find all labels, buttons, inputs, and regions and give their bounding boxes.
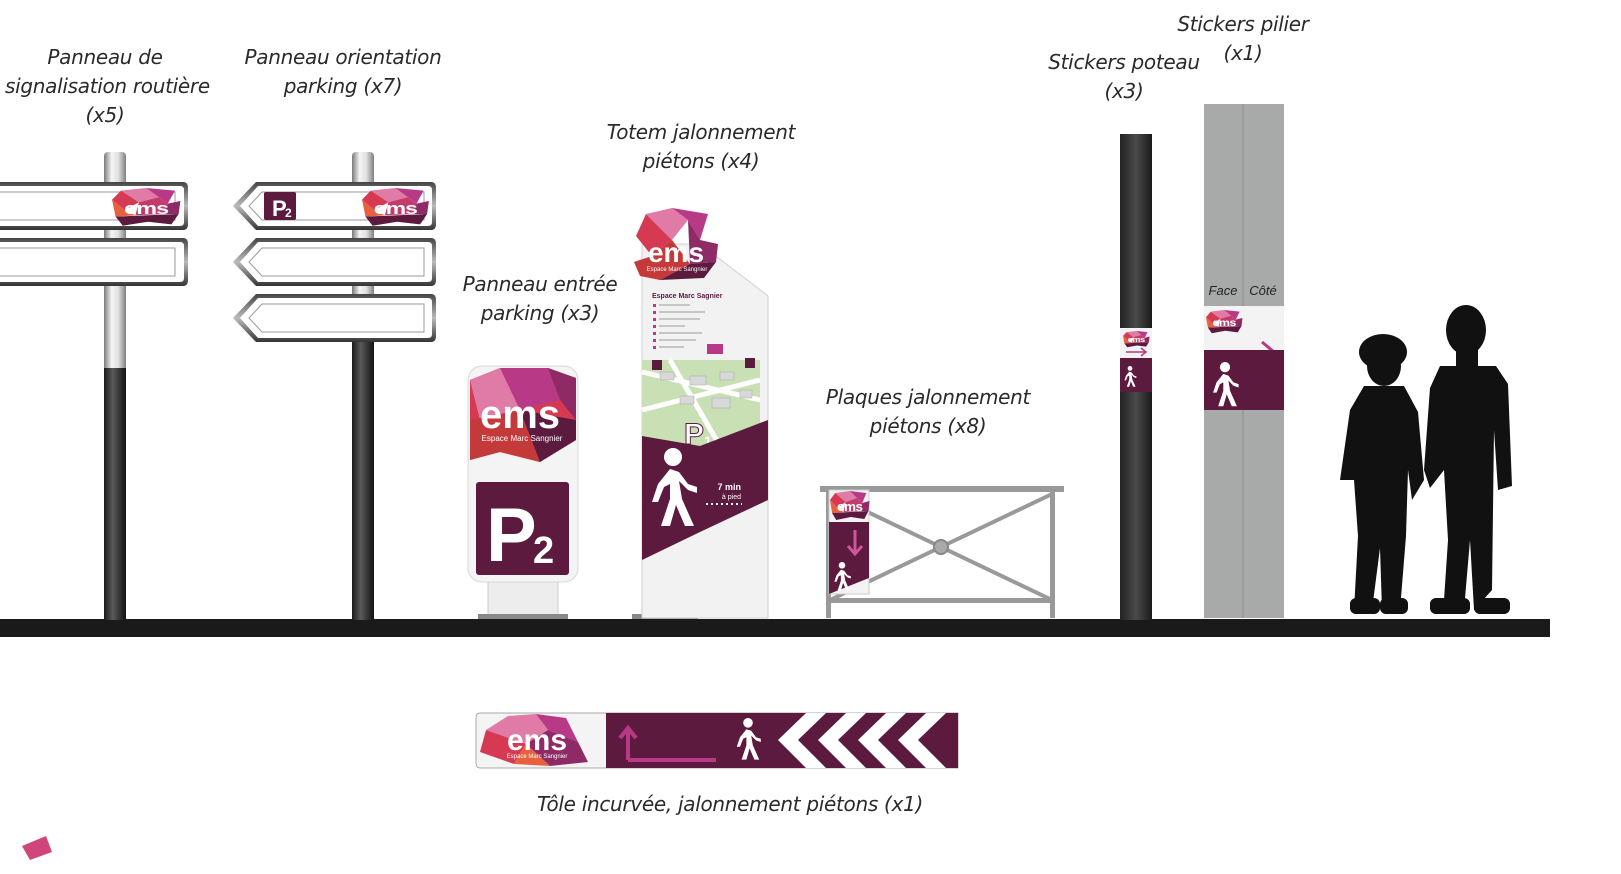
sheet-logo-text: ems bbox=[507, 724, 567, 757]
label-line: Totem jalonnement bbox=[606, 120, 796, 144]
pillar-side-label: Côté bbox=[1249, 283, 1276, 298]
ground-line bbox=[0, 619, 1550, 637]
totem-walk-time: 7 min bbox=[717, 482, 741, 492]
totem-logo-tagline: Espace Marc Sangnier bbox=[647, 267, 708, 273]
totem-walk-mode: à pied bbox=[722, 494, 741, 501]
pole-stickers bbox=[1120, 134, 1152, 620]
label-plates: Plaques jalonnement piétons (x8) bbox=[818, 383, 1038, 441]
label-line: Stickers poteau bbox=[1048, 50, 1200, 74]
label-road-sign: Panneau de signalisation routière (x5) bbox=[5, 43, 210, 130]
label-pillar-stickers: Stickers pilier (x1) bbox=[1153, 10, 1333, 68]
sheet-logo-tagline: Espace Marc Sangnier bbox=[507, 754, 568, 760]
arrow-right-icon bbox=[1126, 347, 1148, 357]
parking-entry-number: 2 bbox=[533, 530, 554, 572]
corner-decoration bbox=[22, 836, 52, 860]
label-parking-orientation: Panneau orientation parking (x7) bbox=[243, 43, 443, 101]
parking-p2-icon bbox=[264, 192, 296, 220]
parking-orientation-sign: P 2 bbox=[233, 152, 436, 620]
chevron-left-icon bbox=[778, 713, 946, 768]
parking-entry-panel: ems Espace Marc Sangnier P 2 bbox=[467, 365, 579, 619]
parking-entry-tagline: Espace Marc Sangnier bbox=[482, 434, 563, 443]
parking-entry-logo-text: ems bbox=[480, 393, 560, 437]
parking-number: 2 bbox=[285, 206, 292, 220]
totem-logo-text: ems bbox=[648, 237, 704, 268]
totem-parking-letter: P bbox=[684, 418, 704, 451]
pillar-face-label: Face bbox=[1209, 283, 1238, 298]
arrow-up-icon bbox=[618, 724, 716, 762]
label-line: signalisation routière bbox=[5, 74, 210, 98]
label-line: parking (x7) bbox=[283, 74, 403, 98]
pillar-stickers: Face Côté bbox=[1204, 104, 1284, 618]
totem-title: Espace Marc Sagnier bbox=[652, 293, 723, 300]
label-line: (x3) bbox=[1104, 79, 1144, 103]
person-silhouette-icon bbox=[1340, 305, 1512, 614]
label-line: (x1) bbox=[1223, 41, 1263, 65]
label-line: parking (x3) bbox=[480, 301, 600, 325]
road-sign bbox=[0, 152, 188, 620]
parking-letter: P bbox=[272, 196, 287, 221]
label-line: Stickers pilier bbox=[1177, 12, 1309, 36]
curved-sheet: ems Espace Marc Sangnier bbox=[475, 712, 959, 769]
label-line: Panneau orientation bbox=[244, 45, 442, 69]
label-pole-stickers: Stickers poteau (x3) bbox=[1034, 48, 1214, 106]
parking-entry-letter: P bbox=[486, 493, 537, 578]
label-line: Panneau entrée bbox=[462, 272, 618, 296]
totem-parking-number: 1 bbox=[704, 433, 712, 449]
label-parking-entry: Panneau entrée parking (x3) bbox=[440, 270, 640, 328]
barrier-plates bbox=[820, 486, 1064, 618]
arrow-down-icon bbox=[846, 530, 864, 557]
label-line: piétons (x4) bbox=[642, 149, 760, 173]
label-line: piétons (x8) bbox=[869, 414, 987, 438]
label-totem: Totem jalonnement piétons (x4) bbox=[601, 118, 801, 176]
label-line: Plaques jalonnement bbox=[825, 385, 1031, 409]
label-line: Tôle incurvée, jalonnement piétons (x1) bbox=[537, 792, 923, 816]
totem: ems Espace Marc Sangnier Espace Marc Sag… bbox=[632, 208, 769, 619]
label-curved-sheet: Tôle incurvée, jalonnement piétons (x1) bbox=[530, 790, 930, 819]
label-line: (x5) bbox=[85, 103, 125, 127]
label-line: Panneau de bbox=[47, 45, 163, 69]
